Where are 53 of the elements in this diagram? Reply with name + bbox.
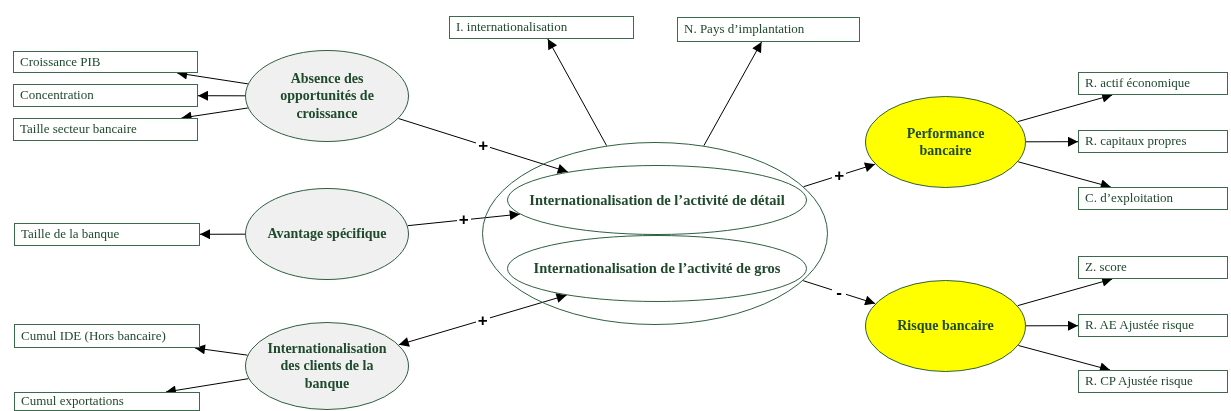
node-label: Taille de la banque <box>21 226 120 243</box>
variable-box <box>1078 370 1228 393</box>
arrow <box>1025 320 1079 331</box>
concept-ellipse <box>865 280 1026 372</box>
node-label: Internationalisation de l’activité de gros <box>533 259 781 278</box>
node-label: R. capitaux propres <box>1085 133 1187 150</box>
variable-box <box>1078 72 1228 95</box>
node-label: Cumul IDE (Hors bancaire) <box>21 327 166 345</box>
node-label: Z. score <box>1085 259 1127 276</box>
arrow <box>703 41 763 147</box>
variable-box <box>13 51 198 73</box>
variable-box <box>677 17 860 42</box>
node-label: Performance bancaire <box>905 124 986 160</box>
arrow <box>199 229 246 240</box>
node-label: Concentration <box>20 87 94 104</box>
arrow <box>407 210 521 227</box>
variable-box <box>13 118 198 141</box>
arrow <box>398 293 568 347</box>
node-label: Absence des opportunités de croissance <box>279 69 375 123</box>
variable-box <box>14 392 200 411</box>
node-label: I. internationalisation <box>456 19 568 36</box>
inner-ellipse <box>507 235 807 302</box>
variable-box <box>13 84 198 107</box>
inner-ellipse <box>507 165 807 235</box>
variable-box <box>14 324 200 348</box>
node-label: R. CP Ajustée risque <box>1085 373 1193 390</box>
arrow <box>1025 136 1079 147</box>
node-label: R. actif économique <box>1085 75 1191 92</box>
arrow <box>197 90 246 101</box>
variable-box <box>1078 187 1228 210</box>
node-label: Internationalisation de l’activité de détail <box>529 190 785 210</box>
arrow <box>547 38 608 147</box>
concept-ellipse <box>245 50 409 142</box>
variable-box <box>449 16 634 39</box>
node-label: N. Pays d’implantation <box>684 21 805 38</box>
variable-box <box>1078 130 1228 153</box>
node-label: C. d’exploitation <box>1085 190 1174 207</box>
concept-ellipse <box>245 188 409 280</box>
node-label: Avantage spécifique <box>267 225 387 243</box>
variable-box <box>1078 256 1228 279</box>
variable-box <box>14 223 200 246</box>
concept-ellipse <box>865 96 1026 188</box>
arrow <box>398 118 569 174</box>
node-label: Croissance PIB <box>20 53 101 71</box>
node-label: Cumul exportations <box>21 393 124 410</box>
concept-ellipse <box>245 322 409 410</box>
node-label: Risque bancaire <box>897 317 994 335</box>
arrow <box>194 344 249 356</box>
node-label: Internationalisation des clients de la banque <box>266 339 388 393</box>
variable-box <box>1078 314 1228 337</box>
arrow <box>802 280 876 306</box>
node-label: Taille secteur bancaire <box>20 121 137 138</box>
node-label: R. AE Ajustée risque <box>1085 317 1195 334</box>
